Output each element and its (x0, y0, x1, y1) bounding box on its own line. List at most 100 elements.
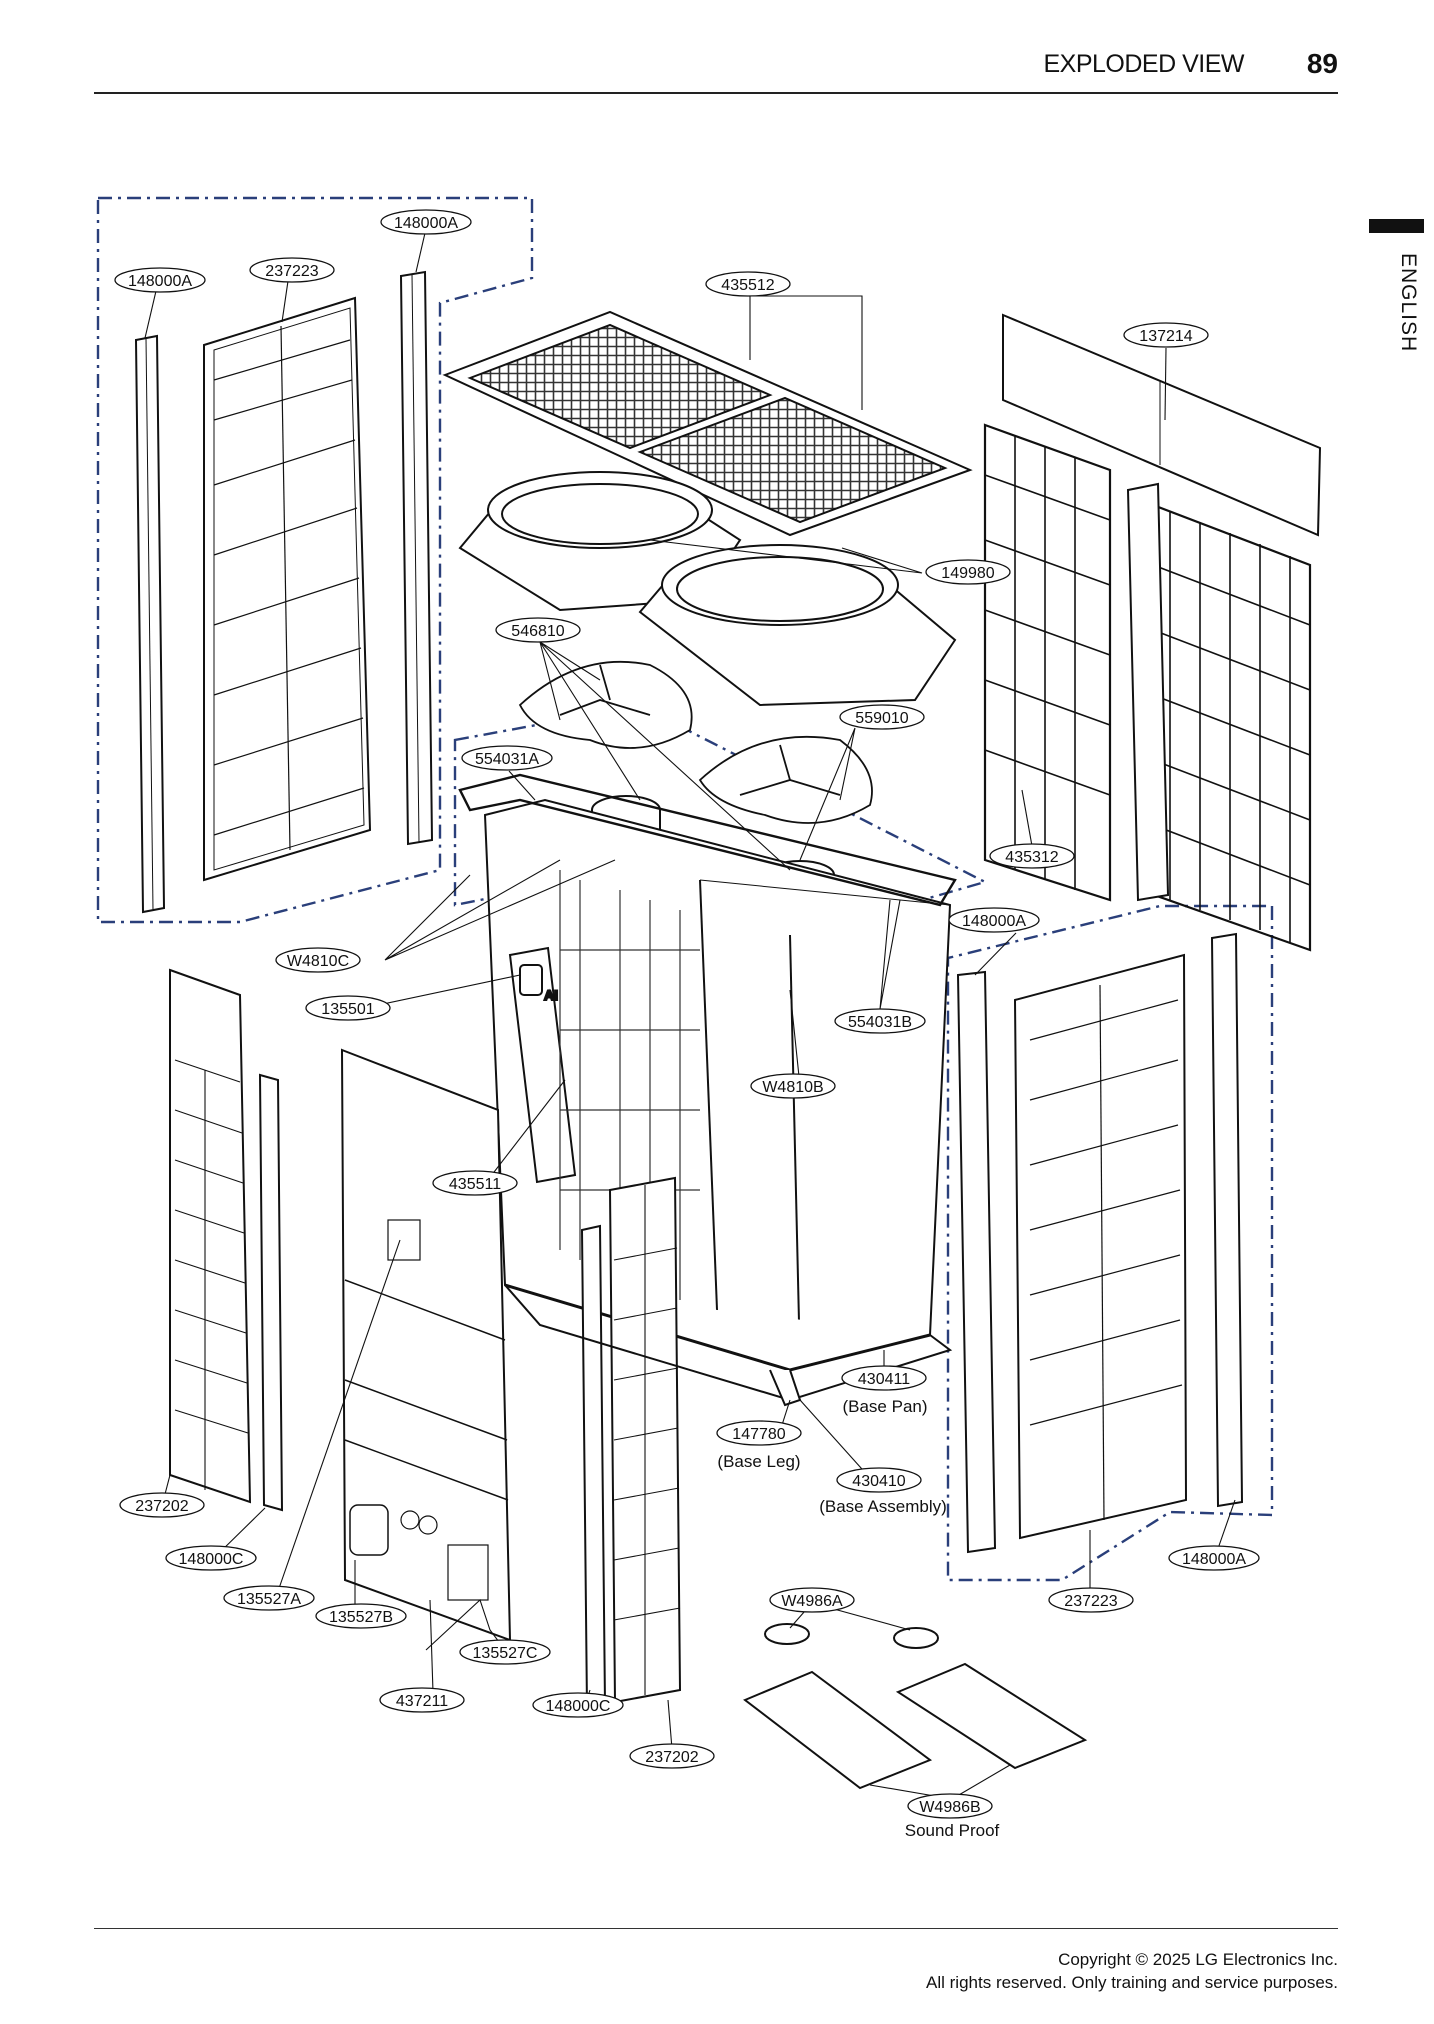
rear-center-post (1126, 482, 1170, 902)
part-number-label: 148000A (1182, 1551, 1246, 1568)
copyright-line-2: All rights reserved. Only training and s… (926, 1973, 1338, 1992)
sound-proof-pads-flat (743, 1662, 1088, 1790)
part-callout: 435511 (432, 1170, 518, 1196)
sound-proof-pads-round (764, 1623, 939, 1649)
page-title: EXPLODED VIEW (1043, 50, 1245, 78)
internal-components (559, 870, 700, 1300)
part-number-label: 435512 (721, 277, 774, 294)
part-number-label: 135527B (329, 1609, 393, 1626)
top-rear-panel (1002, 313, 1322, 537)
part-callout: 135501 (305, 995, 391, 1021)
part-number-label: W4810B (762, 1079, 823, 1096)
language-tab-label: ENGLISH (1397, 253, 1420, 353)
part-callout: 148000A (1168, 1545, 1260, 1571)
center-lower-pillar (580, 1224, 607, 1710)
left-lower-pillar (258, 1073, 284, 1512)
part-number-label: W4986A (781, 1593, 843, 1610)
left-side-panel-lower (169, 968, 252, 1504)
part-callout: 559010 (839, 704, 925, 730)
part-number-label: 237202 (645, 1749, 698, 1766)
part-number-label: 148000A (962, 913, 1026, 930)
part-caption: (Base Pan) (842, 1397, 927, 1416)
part-callout: 148000C (165, 1545, 257, 1571)
part-callout: 237223 (1048, 1587, 1134, 1613)
center-lower-panel (608, 1176, 682, 1704)
part-callout: 554031A (461, 745, 553, 771)
part-number-label: 435511 (449, 1176, 501, 1193)
part-caption: (Base Assembly) (819, 1497, 947, 1516)
part-callout: 148000C (532, 1692, 624, 1718)
fan-shroud-right (638, 544, 957, 707)
part-number-label: 554031B (848, 1014, 912, 1031)
control-box-cover: AI (508, 946, 577, 1184)
part-number-label: 148000A (394, 215, 458, 232)
part-callout: 435512 (705, 271, 791, 297)
boundary-left-group (96, 196, 534, 924)
part-callout: W4986A (769, 1587, 855, 1613)
part-number-label: 237202 (135, 1498, 188, 1515)
fan-blade-right (698, 735, 873, 824)
part-number-label: 147780 (732, 1426, 785, 1443)
part-callout: 148000A (380, 209, 472, 235)
part-caption: (Base Leg) (717, 1452, 800, 1471)
right-side-panel (1013, 953, 1188, 1540)
footer-divider (94, 1928, 1338, 1929)
copyright-notice: Copyright © 2025 LG Electronics Inc. All… (926, 1948, 1338, 1994)
header-divider (94, 92, 1338, 94)
part-callout: 554031B (834, 1008, 926, 1034)
top-cover-grille (442, 310, 973, 537)
part-callout: 135527B (315, 1603, 407, 1629)
part-number-label: 135501 (321, 1001, 374, 1018)
part-number-label: 237223 (1064, 1593, 1117, 1610)
part-callout: 135527C (459, 1639, 551, 1665)
part-callout: W4810B (750, 1073, 836, 1099)
part-callout: 237223 (249, 257, 335, 283)
part-number-label: 546810 (511, 623, 564, 640)
part-callout: 147780 (716, 1420, 802, 1446)
part-number-label: 149980 (941, 565, 994, 582)
part-callout: W4986B (907, 1793, 993, 1819)
rear-wire-grille (983, 423, 1312, 952)
part-callout: 137214 (1123, 322, 1209, 348)
part-number-label: 559010 (855, 710, 908, 727)
part-number-label: 135527C (473, 1645, 538, 1662)
leader-lines (144, 232, 1236, 1800)
part-number-label: 430410 (852, 1473, 905, 1490)
right-corner-pillar-front (956, 970, 997, 1554)
part-number-label: 135527A (237, 1591, 301, 1608)
part-callout: 430411 (841, 1365, 927, 1391)
part-callout: 237202 (629, 1743, 715, 1769)
part-caption: Sound Proof (905, 1821, 1000, 1840)
part-number-label: 430411 (858, 1371, 910, 1388)
left-side-panel-upper (203, 296, 372, 882)
left-corner-pillar-upper (134, 334, 166, 914)
page-number: 89 (1306, 48, 1338, 79)
part-number-label: W4810C (287, 953, 349, 970)
part-number-label: 148000A (128, 273, 192, 290)
part-number-label: 148000C (546, 1698, 611, 1715)
language-tab-marker (1369, 219, 1424, 233)
part-callout: W4810C (275, 947, 361, 973)
part-callout: 149980 (925, 559, 1011, 585)
part-callout: 430410 (836, 1467, 922, 1493)
part-callout: 437211 (379, 1687, 465, 1713)
part-number-label: 148000C (179, 1551, 244, 1568)
part-callout: 237202 (119, 1492, 205, 1518)
copyright-line-1: Copyright © 2025 LG Electronics Inc. (1058, 1950, 1338, 1969)
svg-text:AI: AI (544, 987, 558, 1003)
front-panel (340, 1048, 512, 1642)
motor-bracket (458, 773, 957, 907)
part-callout: 546810 (495, 617, 581, 643)
part-callout: 148000A (114, 267, 206, 293)
part-number-label: 554031A (475, 751, 539, 768)
right-corner-pillar-rear (1210, 932, 1244, 1508)
part-callout: 435312 (989, 843, 1075, 869)
part-number-label: 237223 (265, 263, 318, 280)
part-callout: 148000A (948, 907, 1040, 933)
part-number-label: 435312 (1005, 849, 1058, 866)
part-callout: 135527A (223, 1585, 315, 1611)
fan-blade-left (518, 660, 693, 749)
part-number-label: 137214 (1139, 328, 1192, 345)
part-number-label: 437211 (396, 1693, 448, 1710)
